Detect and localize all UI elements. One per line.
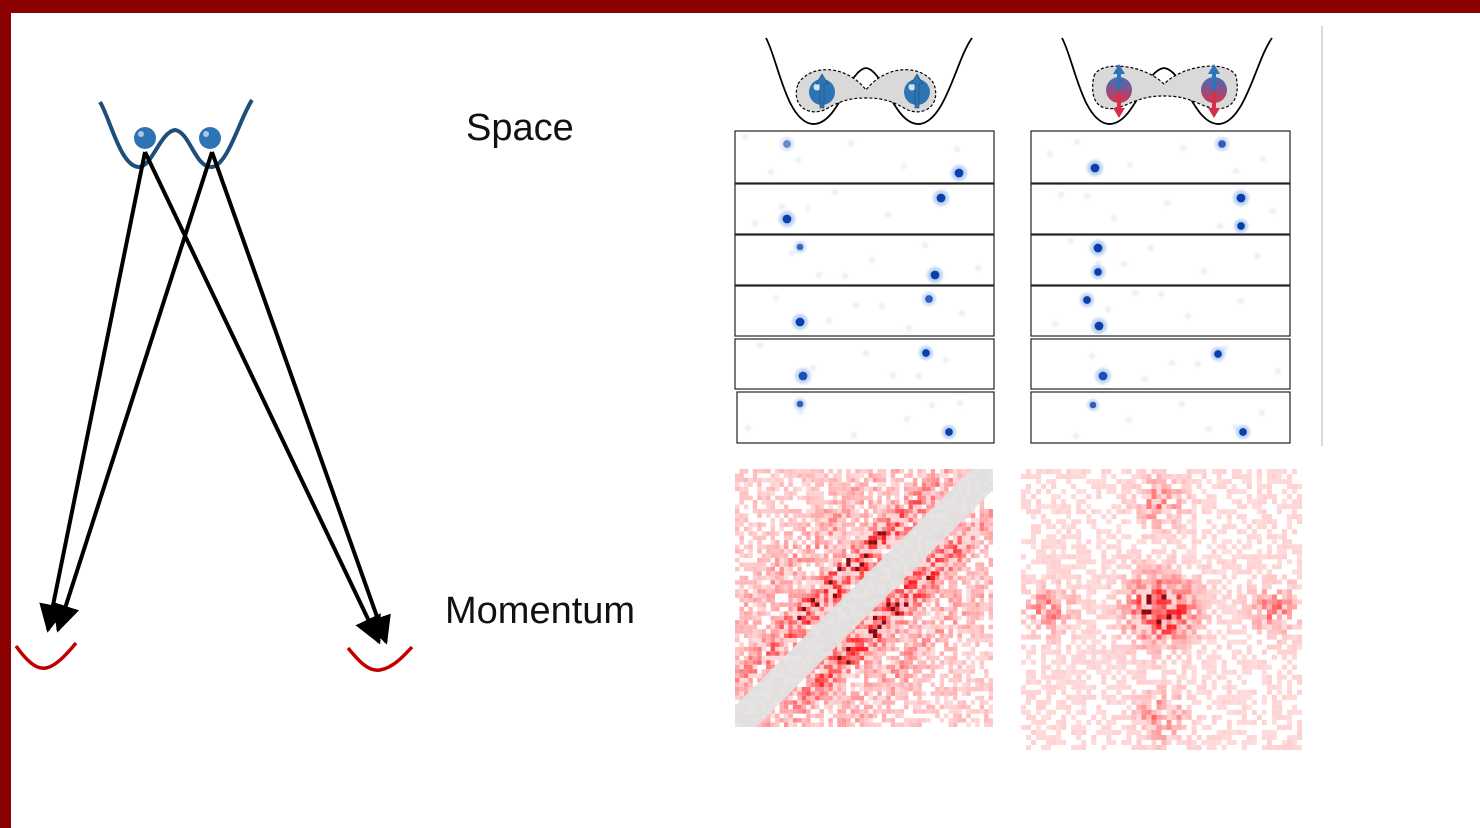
exclusion-band <box>735 469 993 727</box>
arrow-left-to-left <box>39 151 147 633</box>
same-spin-double-well-icon <box>765 37 973 125</box>
atom-spot-core <box>954 168 964 178</box>
space-label: Space <box>466 107 574 149</box>
atom-spot-core <box>1237 222 1245 230</box>
space-frame <box>1030 338 1291 390</box>
spin-up-arrow-icon <box>815 73 829 109</box>
space-frame <box>734 285 995 337</box>
space-frame <box>1030 391 1291 444</box>
spin-up-arrow-icon <box>1208 64 1220 90</box>
space-frame <box>734 234 995 286</box>
momentum-map-opposite-spin <box>1021 469 1302 750</box>
double-well-trap <box>98 98 254 169</box>
arrow-right-to-right <box>210 151 391 645</box>
atom-spot-core <box>1094 321 1104 331</box>
atom-spot-core <box>795 317 805 327</box>
atom-spot-core <box>1218 140 1226 148</box>
space-frame <box>1030 285 1291 337</box>
space-frame <box>734 338 995 390</box>
arrow-right-to-left <box>52 151 214 633</box>
double-well-schematic <box>98 98 254 169</box>
momentum-label: Momentum <box>445 590 636 632</box>
atom-spot-core <box>1083 296 1091 304</box>
atom-left <box>134 127 156 149</box>
space-frame <box>736 391 995 444</box>
space-frame <box>1030 234 1291 286</box>
expansion-arrows <box>39 151 391 645</box>
space-frame <box>1030 183 1291 235</box>
atom-spot-core <box>922 349 930 357</box>
opposite-spin-double-well-icon <box>1061 37 1273 125</box>
atom-spot-core <box>1236 193 1246 203</box>
atom-spot-core <box>1090 163 1100 173</box>
spin-up-arrow-icon <box>1113 64 1125 90</box>
atom-spot-core <box>1094 268 1102 276</box>
atom-spot-core <box>925 295 933 303</box>
space-frame <box>734 183 995 235</box>
momentum-map-same-spin <box>735 469 993 727</box>
atom-spot-core <box>782 214 792 224</box>
spin-down-arrow-icon <box>1113 92 1125 118</box>
spin-down-arrow-icon <box>1208 92 1220 118</box>
atom-spot-core <box>936 193 946 203</box>
target-trap-left <box>14 641 78 670</box>
spin-up-arrow-icon <box>910 73 924 109</box>
target-trap-right <box>346 645 414 672</box>
atom-spot-core <box>1089 401 1097 409</box>
atom-spot-core <box>1214 350 1222 358</box>
space-frame <box>734 130 995 184</box>
atom-right <box>199 127 221 149</box>
atom-spot-core <box>1239 428 1247 436</box>
atom-spot-core <box>1093 243 1103 253</box>
atom-spot-core <box>945 428 953 436</box>
space-image-stack <box>734 130 1291 444</box>
atom-spot-core <box>798 371 808 381</box>
atom-spot-core <box>796 243 804 251</box>
atom-spot-core <box>1098 371 1108 381</box>
space-frame <box>1030 130 1291 184</box>
atom-spot-core <box>796 400 804 408</box>
atom-spot-core <box>783 140 791 148</box>
arrow-left-to-right <box>143 151 381 645</box>
atom-spot-core <box>930 270 940 280</box>
